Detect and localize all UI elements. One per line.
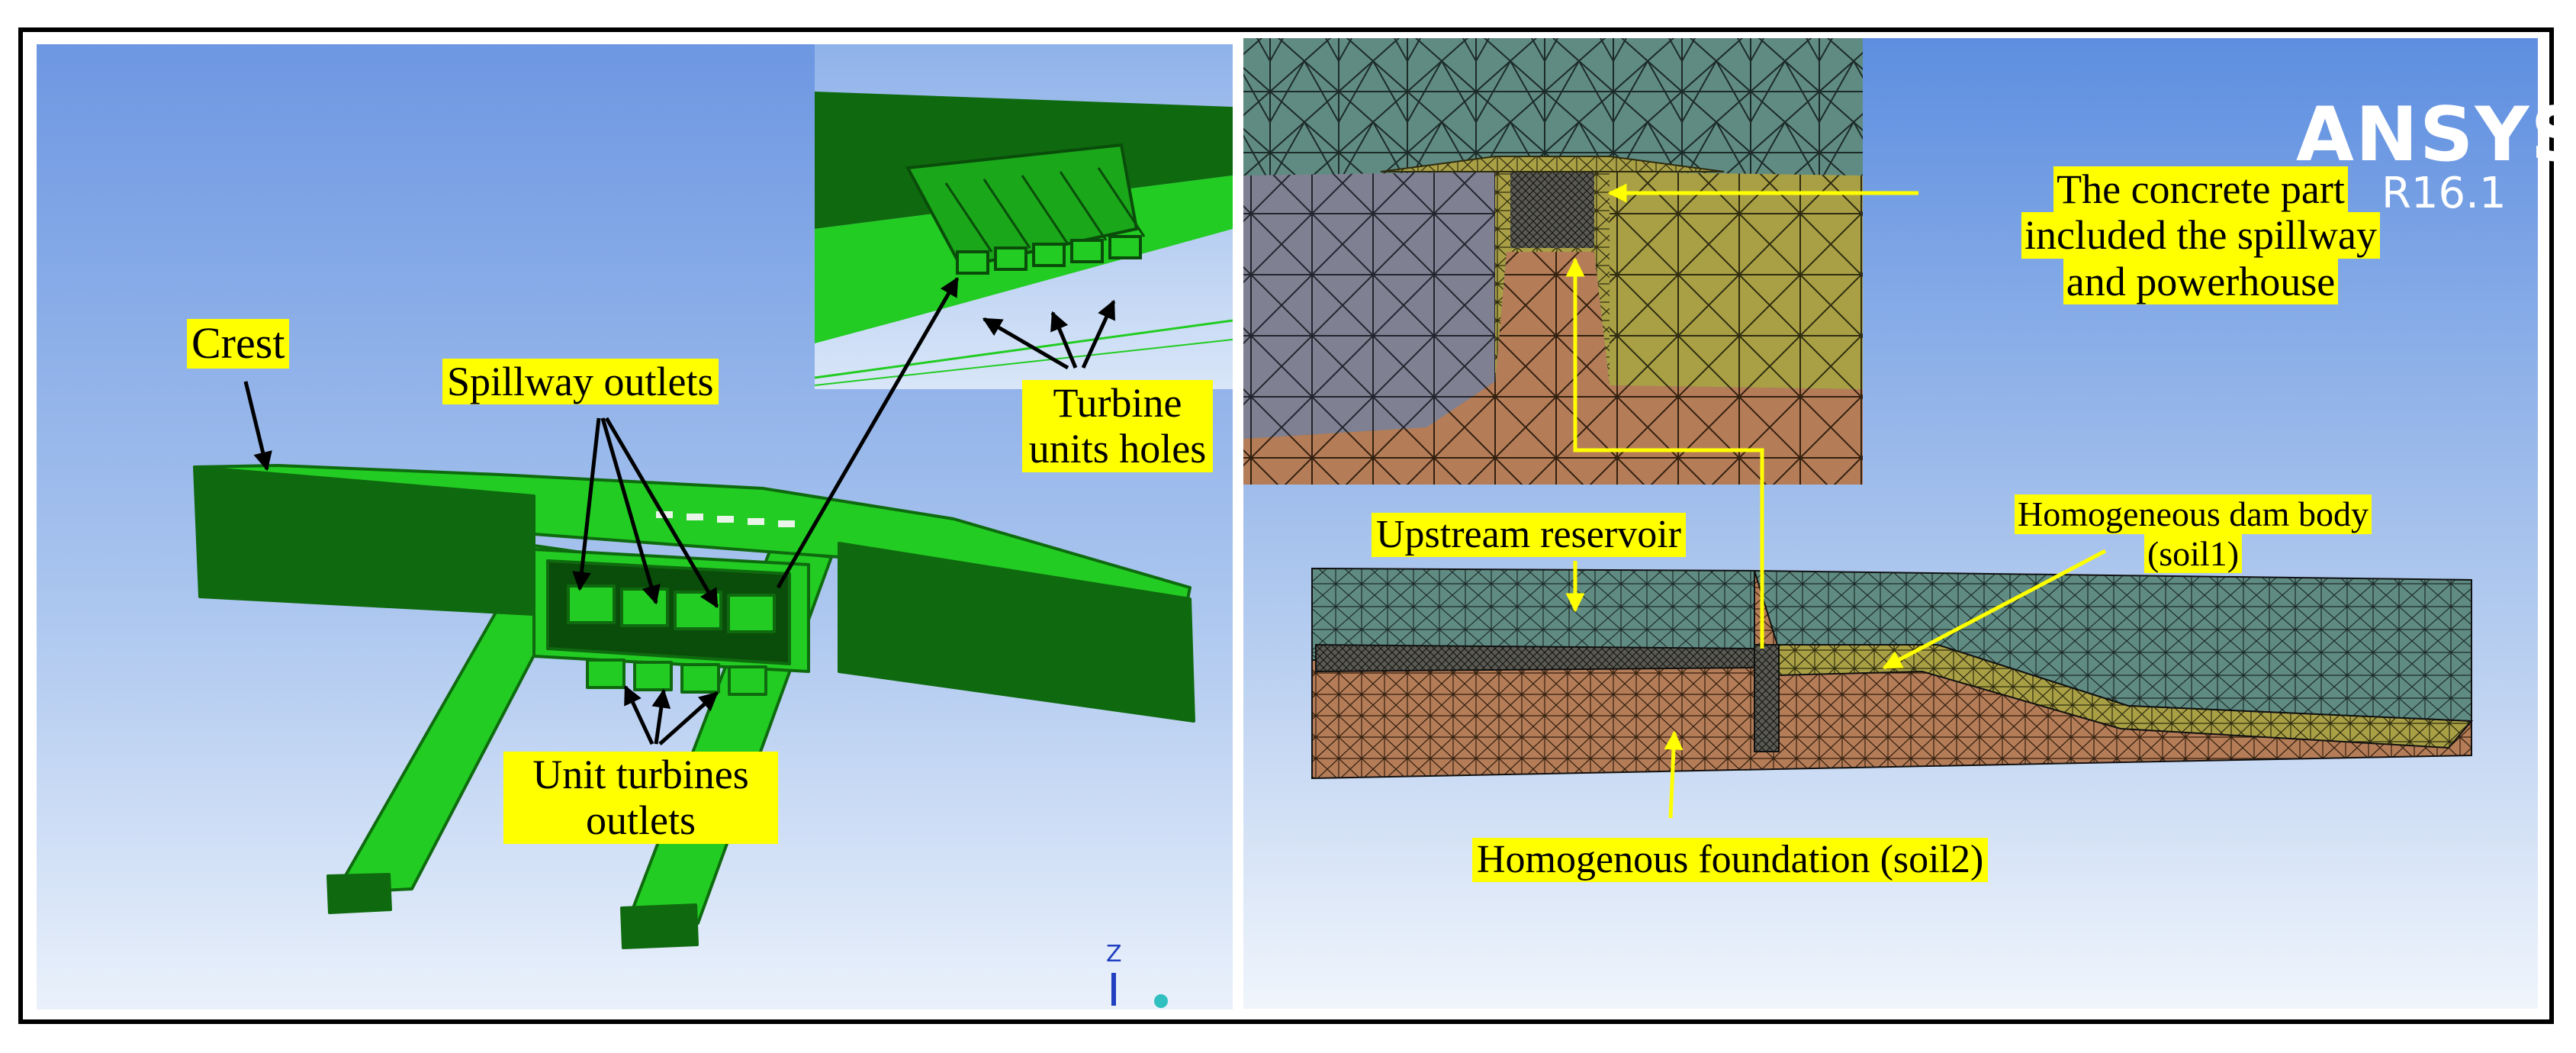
label-unit-turbines-line2: outlets [586,797,696,844]
right-leg-end [620,903,699,949]
spillway-outlet-3 [674,591,722,630]
arrow-spillway-2 [600,417,661,605]
label-concrete-line1: The concrete part [2053,166,2348,213]
left-view [37,44,1233,1010]
ansys-version: R16.1 [2381,169,2507,218]
pointer-dam-body [1882,549,2107,670]
right-wing-wall [838,542,1195,723]
label-unit-turbines-line1: Unit turbines [532,752,749,797]
turbine-outlet-1 [586,659,626,689]
label-turbine-holes: Turbine units holes [1022,380,1213,472]
label-dam-body-line2: (soil1) [2143,533,2243,574]
dam-body-mesh [1777,644,2474,749]
arrow-turbine-2 [651,688,671,745]
inset-dam-body [1610,172,1863,389]
inset-block [905,143,1139,269]
concrete-section [1754,644,1780,752]
spillway-outlet-1 [567,584,616,624]
pointer-section-link [1565,257,1764,649]
left-arrows [243,276,1116,745]
label-turbine-holes-line2: units holes [1028,426,1207,472]
axis-z-label: Z [1106,941,1122,968]
arrow-turbine-3 [658,691,719,745]
arrow-crest [243,381,272,472]
label-spillway-outlets: Spillway outlets [442,359,719,405]
label-concrete-part: The concrete part included the spillway … [1983,166,2418,305]
arrow-hole-2 [1050,311,1078,369]
mesh-model [1311,567,2474,780]
spillway-outlet-4 [727,594,776,633]
label-unit-turbines-outlets: Unit turbines outlets [503,752,778,844]
yellow-pointers [1565,183,2107,819]
inset-concrete-left [1243,172,1495,439]
label-foundation: Homogenous foundation (soil2) [1472,838,1989,883]
arrow-turbine-1 [623,684,654,745]
arrow-spillway-1 [572,417,601,591]
axis-triad [1111,973,1168,1008]
label-turbine-holes-line1: Turbine [1053,380,1182,426]
panel-separator [1233,44,1243,1010]
label-concrete-line3: and powerhouse [2063,258,2339,305]
ansys-logo: ANSYS [2296,92,2576,179]
reservoir-base-layer [1315,643,1755,673]
arrow-spillway-3 [604,417,719,609]
label-upstream-reservoir: Upstream reservoir [1372,513,1686,558]
pointer-foundation [1664,730,1684,819]
arrow-to-inset [776,276,960,589]
label-dam-body-line1: Homogeneous dam body [2015,494,2372,534]
turbine-outlet-2 [633,661,673,691]
arrow-hole-3 [1081,299,1116,369]
label-dam-body: Homogeneous dam body (soil1) [1957,494,2430,574]
mesh-inset [1243,38,1863,485]
label-concrete-line2: included the spillway [2021,212,2380,259]
spillway-outlet-2 [620,588,669,627]
inset-crest-strip [1380,156,1725,172]
turbine-outlet-4 [728,665,767,696]
inset-concrete-part [1510,172,1594,248]
label-crest: Crest [187,318,290,369]
inset-turbine-zoom [814,44,1233,389]
left-leg-end [326,873,392,914]
turbine-outlet-3 [680,663,720,694]
arrow-hole-1 [982,317,1069,370]
inset-foundation [1243,252,1863,485]
